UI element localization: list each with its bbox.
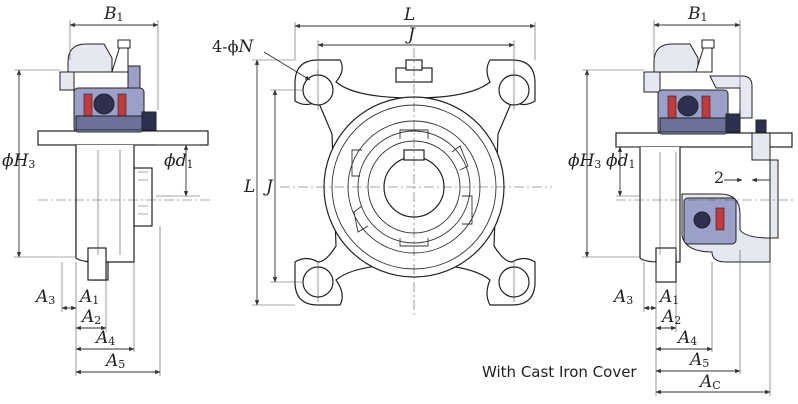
front-n-label: 4-ϕN [212,37,255,57]
right-d1-label: ϕd1 [606,151,635,171]
right-a2-label: A2 [660,307,681,327]
right-b1-label: B1 [687,4,708,24]
front-l-left-label: L [243,177,255,197]
right-side-view: B1 ϕH3 ϕd1 2 A3 A1 [482,4,796,396]
left-side-view: B1 ϕH3 ϕd1 A3 A1 A2 [2,4,210,376]
left-housing-lower [75,145,135,263]
left-b1-label: B1 [103,4,124,24]
right-h3-label: ϕH3 [568,151,601,171]
left-a4-label: A4 [94,328,115,348]
left-h3-label: ϕH3 [2,151,35,171]
right-ball-icon [677,95,699,117]
front-l-top-label: L [403,5,415,25]
right-a3-label: A3 [612,287,633,307]
left-flange-plate [37,130,209,146]
cover-caption: With Cast Iron Cover [482,363,637,381]
left-housing-top [67,43,113,73]
right-ac-label: AC [698,372,721,392]
left-d1-label: ϕd1 [164,151,193,171]
front-view: L J 4-ϕN L J [212,5,552,318]
left-grease-nipple [111,45,129,73]
left-spigot [87,247,107,281]
left-setscrew [141,111,157,131]
left-a2-label: A2 [80,307,101,327]
right-clearance-label: 2 [714,168,724,187]
right-setscrew [725,113,741,133]
left-ball-icon [93,93,115,115]
left-collar [133,167,153,227]
left-a3-label: A3 [34,287,55,307]
right-a5-label: A5 [688,350,709,370]
front-j-left-label: J [263,177,274,197]
front-j-top-label: J [405,25,416,45]
right-a4-label: A4 [676,328,697,348]
left-a5-label: A5 [104,351,125,371]
right-a1-label: A1 [658,287,679,307]
left-a1-label: A1 [78,287,99,307]
right-spigot [655,247,677,283]
right-housing-top [653,43,699,73]
